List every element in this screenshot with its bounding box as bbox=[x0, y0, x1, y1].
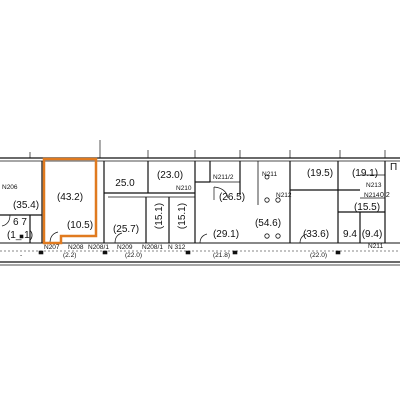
room-label-n210: N210 bbox=[176, 185, 192, 192]
corridor-label-21-8: (21.8) bbox=[213, 252, 230, 259]
area-label-29-1: (29.1) bbox=[213, 229, 239, 240]
highlighted-room[interactable] bbox=[42, 157, 98, 245]
area-label-25-7: (25.7) bbox=[113, 224, 139, 235]
room-label-n212: N212 bbox=[276, 192, 292, 199]
interior-walls bbox=[0, 161, 386, 243]
corridor-dash: - bbox=[20, 252, 22, 259]
wall-symbols bbox=[19, 234, 341, 255]
room-label-n-312: N 312 bbox=[168, 244, 186, 251]
corridor-label-22-0-a: (22.0) bbox=[125, 252, 142, 259]
room-label-n213: N213 bbox=[366, 182, 382, 189]
area-label-1x-1: (1_.1) bbox=[7, 230, 33, 241]
area-label-25-0: 25.0 bbox=[115, 178, 135, 189]
area-label-43-2: (43.2) bbox=[57, 192, 83, 203]
area-label-10-5: (10.5) bbox=[67, 220, 93, 231]
area-label-9-4-a: 9.4 bbox=[343, 229, 357, 240]
area-label-left-small: 6 7 bbox=[13, 217, 27, 228]
area-label-9-4-b: (9.4) bbox=[362, 229, 383, 240]
room-label-n208: N208 bbox=[68, 244, 84, 251]
room-label-n206: N206 bbox=[2, 184, 18, 191]
room-area-labels: (35.4) (1_.1) 6 7 (43.2) (10.5) 25.0 (23… bbox=[7, 168, 382, 241]
area-label-23-0: (23.0) bbox=[157, 170, 183, 181]
corridor-labels: (2.2) (22.0) (21.8) (22.0) - bbox=[20, 252, 327, 259]
room-label-n208-1: N208/1 bbox=[88, 244, 109, 251]
window-marks bbox=[29, 140, 386, 158]
room-label-n208-1-b: N208/1 bbox=[142, 244, 163, 251]
columns bbox=[264, 174, 281, 239]
area-label-35-4: (35.4) bbox=[13, 200, 39, 211]
room-label-n211-2: N211/2 bbox=[213, 174, 234, 181]
corridor-label-22-0-b: (22.0) bbox=[310, 252, 327, 259]
room-label-top-right-cut: П bbox=[390, 162, 397, 173]
room-label-n207: N207 bbox=[44, 244, 60, 251]
room-number-labels: N206 N207 N208 N208/1 N209 N208/1 N 312 … bbox=[2, 162, 397, 251]
corridor-label-2-2: (2.2) bbox=[63, 252, 76, 259]
area-label-33-6: (33.6) bbox=[303, 229, 329, 240]
room-label-n214: N214 bbox=[364, 192, 380, 199]
area-label-19-5: (19.5) bbox=[307, 168, 333, 179]
area-label-15-1-a: (15.1) bbox=[154, 203, 165, 229]
area-label-26-5: (26.5) bbox=[219, 192, 245, 203]
area-label-15-1-b: (15.1) bbox=[177, 203, 188, 229]
tick-label-0-2: 0.2 bbox=[380, 192, 390, 199]
door-swings bbox=[1, 186, 308, 244]
area-label-19-1: (19.1) bbox=[352, 168, 378, 179]
room-label-n211: N211 bbox=[262, 171, 277, 178]
room-label-n209: N209 bbox=[117, 244, 133, 251]
room-label-n211-b: N211 bbox=[368, 243, 383, 250]
area-label-54-6: (54.6) bbox=[255, 218, 281, 229]
area-label-15-5: (15.5) bbox=[354, 202, 380, 213]
